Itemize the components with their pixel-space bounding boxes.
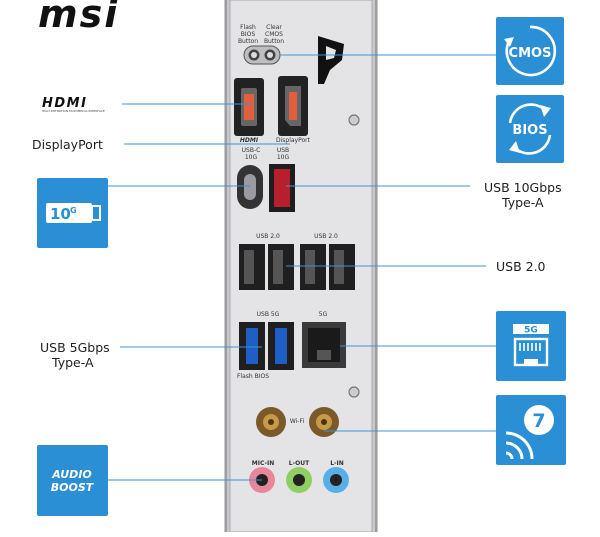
usb-5g-ports [239, 322, 294, 370]
usb10-label-line1: USB 10Gbps [484, 180, 562, 195]
msi-mark-icon [318, 36, 344, 84]
usb-5g-label: USB 5G [256, 311, 280, 318]
ten-g-tile-text: 10 [50, 205, 71, 223]
audio-boost-line2: BOOST [51, 481, 95, 494]
usb-10g-port [269, 164, 295, 212]
flash-clear-buttons [243, 45, 281, 65]
msi-logo: msi [38, 0, 150, 36]
hdmi-port [234, 78, 264, 136]
five-g-tile-text: 5G [524, 326, 538, 336]
usb20-ports [239, 244, 355, 290]
displayport-port [278, 76, 308, 136]
wifi-label: Wi-Fi [289, 418, 305, 425]
wifi7-tile: 7 [496, 395, 566, 465]
audio-boost-icon: AUDIO BOOST [51, 468, 95, 494]
displayport-port-label: DisplayPort [275, 137, 310, 144]
hdmi-logo-text: HDMI [42, 96, 87, 111]
line-out-label: L-OUT [288, 460, 310, 467]
hdmi-logo: HDMI HIGH-DEFINITION MULTIMEDIA INTERFAC… [42, 95, 116, 113]
bios-tile: BIOS [496, 95, 564, 163]
cmos-tile: CMOS [496, 17, 564, 85]
ethernet-icon: 5G [513, 324, 549, 367]
usb20-group-a-label: USB 2.0 [256, 233, 280, 240]
audio-jacks [249, 467, 349, 493]
audio-boost-tile: AUDIO BOOST [37, 445, 108, 516]
ten-g-usb-icon: 10 G [46, 203, 101, 223]
cmos-tile-text: CMOS [509, 46, 552, 61]
audio-boost-line1: AUDIO [51, 468, 92, 481]
wifi-antenna-connectors [256, 407, 339, 437]
bios-tile-text: BIOS [512, 123, 547, 138]
hdmi-logo-tagline: HIGH-DEFINITION MULTIMEDIA INTERFACE [42, 109, 105, 113]
ten-g-tile: 10 G [37, 178, 108, 248]
five-g-lan-tile: 5G [496, 311, 566, 381]
line-in-label: L-IN [330, 460, 344, 467]
wifi7-icon: 7 [505, 405, 554, 460]
lan-port-label: 5G [318, 311, 328, 318]
hdmi-port-label: HDMI [239, 137, 259, 144]
flash-bios-port-label: Flash BIOS [236, 373, 270, 380]
ten-g-tile-sup: G [70, 206, 77, 215]
bios-refresh-icon: BIOS [508, 103, 552, 155]
usb5-label-line1: USB 5Gbps [40, 340, 110, 355]
usb20-label: USB 2.0 [496, 259, 546, 274]
lan-port [302, 322, 346, 368]
msi-logo-text: msi [38, 0, 119, 36]
usb20-group-b-label: USB 2.0 [314, 233, 338, 240]
wifi7-tile-text: 7 [532, 410, 545, 432]
usb5-label-line2: Type-A [52, 355, 94, 370]
cmos-reset-icon: CMOS [504, 25, 557, 77]
mic-in-label: MIC-IN [251, 460, 275, 467]
displayport-label: DisplayPort [32, 137, 103, 152]
screw-hole-icon [348, 114, 360, 126]
usb-c-port [237, 165, 263, 209]
usb10-label-line2: Type-A [502, 195, 544, 210]
screw-hole-icon [348, 386, 360, 398]
